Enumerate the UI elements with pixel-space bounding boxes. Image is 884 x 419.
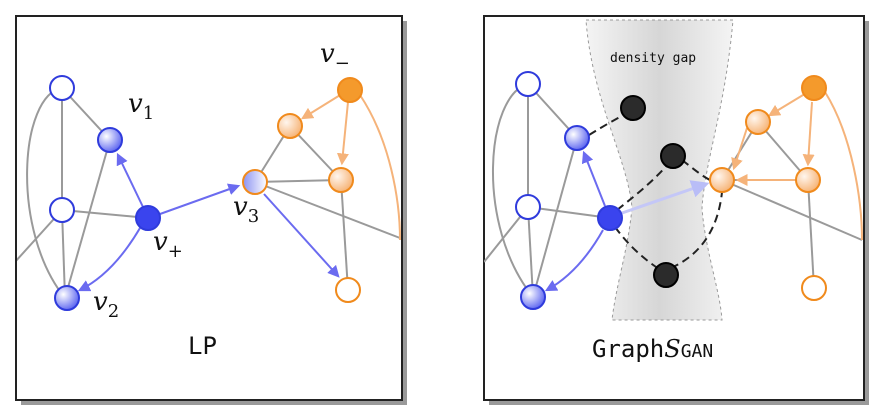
right-blue-arrows	[544, 150, 710, 292]
graph-node	[709, 167, 735, 193]
faded-blue-arrow	[621, 180, 710, 215]
label-v1: v1	[128, 89, 154, 124]
title-s: S	[664, 335, 680, 363]
left-blue-arrows	[77, 152, 340, 292]
orange-arrow	[336, 101, 349, 166]
density-gap-label: density gap	[610, 51, 696, 66]
orange-arrow	[767, 91, 809, 117]
right-panel-title: GraphSGAN	[592, 335, 713, 363]
blue-arrow-to-v3	[159, 183, 241, 215]
dashed-link	[670, 191, 723, 269]
blue-arrow	[581, 150, 606, 207]
density-gap-region	[585, 19, 734, 321]
right-orange-arrows	[731, 91, 863, 241]
edge	[527, 206, 611, 219]
label-v-minus: v−	[320, 39, 350, 74]
blue-arrow-v3-out	[263, 193, 340, 278]
graph-node	[277, 113, 303, 139]
graph-node	[745, 109, 771, 135]
graph-node	[597, 205, 623, 231]
right-panel: density gap GraphSGAN	[483, 15, 869, 405]
generated-node	[653, 262, 679, 288]
graph-node	[564, 125, 590, 151]
orange-edge-curve	[824, 91, 863, 241]
right-nodes	[515, 71, 827, 310]
blue-arrow-to-v2	[77, 227, 141, 292]
left-panel-frame	[15, 15, 403, 401]
label-v-plus: v+	[153, 227, 183, 262]
label-v3: v3	[233, 192, 259, 227]
edge	[527, 206, 534, 298]
node-v2	[54, 285, 80, 311]
graph-node	[335, 277, 361, 303]
title-prefix: Graph	[592, 335, 664, 363]
edge-curve	[491, 83, 534, 298]
generated-node	[620, 95, 646, 121]
blue-arrow-to-v1	[116, 152, 144, 208]
edge	[532, 137, 578, 298]
dashed-link	[614, 226, 666, 274]
blue-arrow	[544, 229, 604, 292]
graph-node	[795, 167, 821, 193]
node-v-minus	[337, 77, 363, 103]
title-suffix: GAN	[681, 341, 714, 362]
edge	[807, 179, 815, 289]
left-orange-arrows	[300, 91, 401, 241]
generated-node	[660, 143, 686, 169]
graph-node	[49, 197, 75, 223]
orange-arrow	[300, 91, 346, 120]
edge	[340, 179, 349, 291]
node-v3	[242, 169, 268, 195]
edge	[254, 179, 342, 183]
left-panel: v1 v2 v3 v+ v− LP	[15, 15, 407, 405]
edge	[64, 139, 111, 299]
orange-edge-curve	[359, 94, 401, 241]
graph-node	[49, 75, 75, 101]
dashed-link	[681, 159, 711, 181]
left-nodes	[49, 75, 363, 311]
label-v2: v2	[93, 287, 119, 322]
graph-node	[328, 167, 354, 193]
node-v1	[97, 127, 123, 153]
node-v-plus	[135, 205, 161, 231]
graph-node	[801, 275, 827, 301]
orange-arrow	[802, 101, 815, 167]
left-panel-title: LP	[188, 332, 217, 360]
graph-node	[515, 71, 541, 97]
edge-curve	[26, 87, 66, 299]
edge	[254, 181, 401, 239]
graph-node	[520, 284, 546, 310]
orange-arrow	[731, 127, 748, 171]
graph-node	[801, 75, 827, 101]
edge	[61, 209, 149, 219]
edge	[61, 209, 66, 299]
graph-node	[515, 194, 541, 220]
edge	[721, 179, 863, 241]
